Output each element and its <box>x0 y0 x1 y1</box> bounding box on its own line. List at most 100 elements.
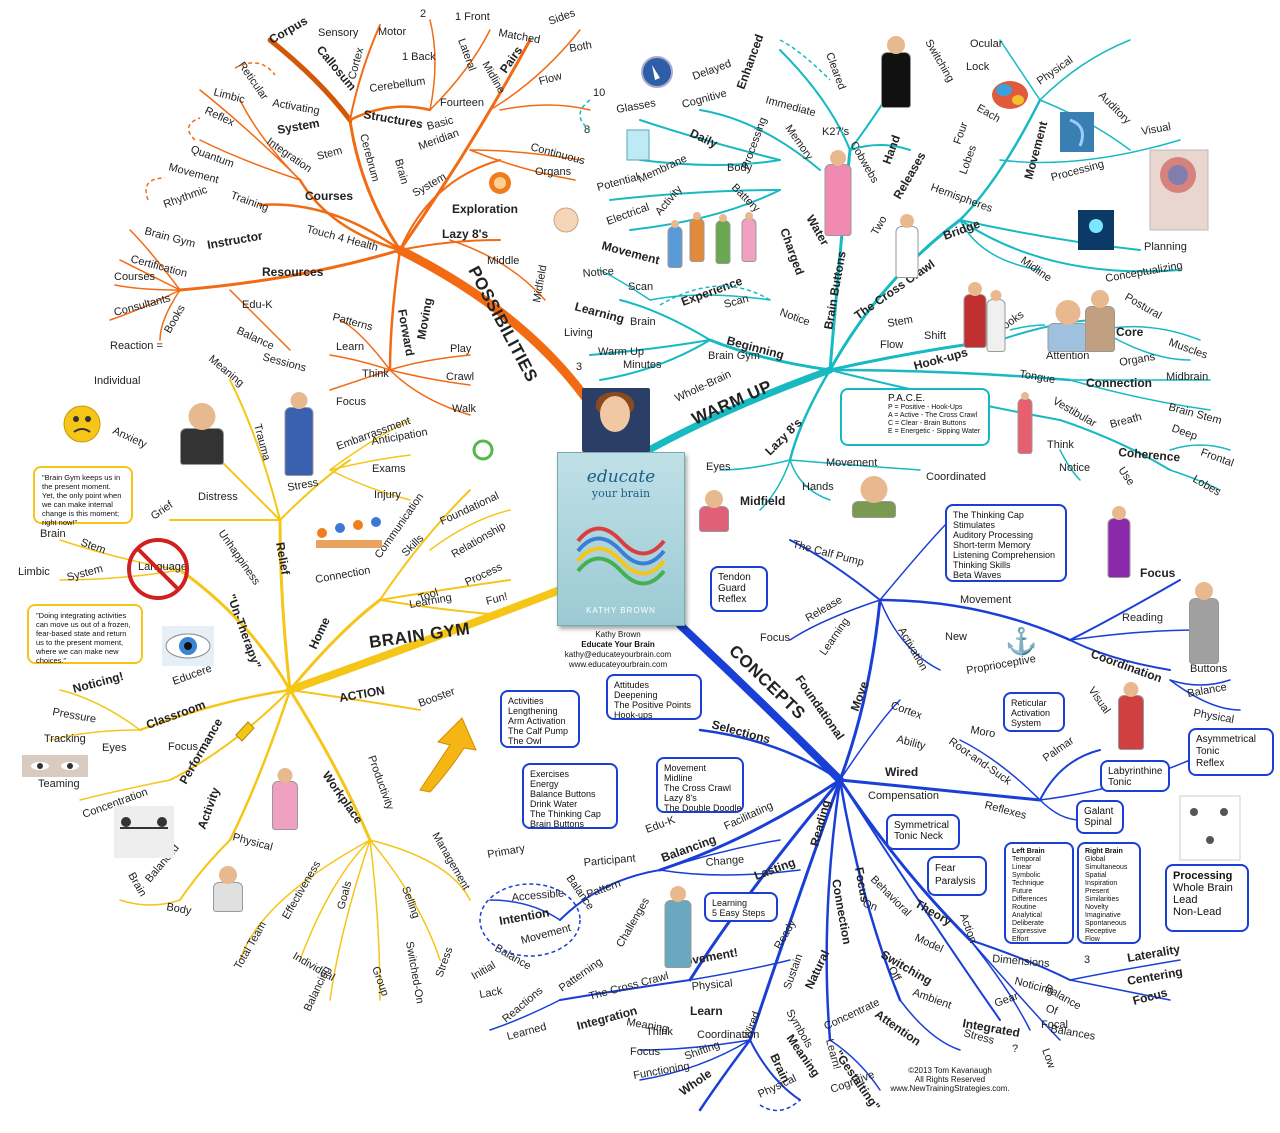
warm-up-label: Delayed <box>691 58 733 83</box>
concepts-label: Intention <box>498 905 550 928</box>
possibilities-label: Midfield <box>531 264 549 303</box>
box-line: Technique <box>1012 880 1044 887</box>
book-author: KATHY BROWN <box>586 606 656 615</box>
possibilities-label: System <box>276 116 320 137</box>
credit-web[interactable]: www.educateyourbrain.com <box>568 660 668 669</box>
box-line: Analytical <box>1012 912 1042 919</box>
warm-up-label: Lazy 8's <box>762 415 805 458</box>
box-line: Midline <box>664 773 693 783</box>
box-line: 5 Easy Steps <box>712 908 766 918</box>
concepts-label: Selections <box>710 717 772 746</box>
brain-gym-label: Eyes <box>102 742 127 754</box>
concepts-label: Learn <box>690 1004 723 1018</box>
brain-gym-label: Group <box>369 965 391 998</box>
hand-icon <box>553 207 579 233</box>
person-figure <box>714 214 732 264</box>
warm-up-label: Conceptualizing <box>1104 260 1183 285</box>
book-title-line2: your brain <box>591 487 651 500</box>
box-line: Short-term Memory <box>953 540 1031 550</box>
box-line: Labyrinthine <box>1108 766 1163 777</box>
brain-gym-label: Workplace <box>320 769 366 827</box>
box-line: The Owl <box>508 736 542 746</box>
box-line: Temporal <box>1012 856 1041 863</box>
person-figure <box>960 282 990 348</box>
dashed-arrow-cooks <box>1009 324 1046 331</box>
book-swirl <box>576 526 666 586</box>
brain-gym-label: Meaning <box>206 353 246 389</box>
dashed-arrow-quantum <box>187 117 201 141</box>
box-line: Non-Lead <box>1173 906 1222 918</box>
box-line: Deepening <box>614 690 658 700</box>
warm-up-label: Body <box>727 162 753 174</box>
warm-up-label: Coherence <box>1118 445 1181 464</box>
brain-gym-label: Foundational <box>438 490 501 528</box>
box-line: Lead <box>1173 894 1198 906</box>
brain-gym-label: Reaction = <box>110 340 163 352</box>
box-line: Effort <box>1012 936 1029 943</box>
brain-gym-label: Limbic <box>18 566 50 578</box>
brain-gym-label: Grief <box>149 498 176 522</box>
brain-gym-label: Classroom <box>144 697 207 731</box>
warm-up-label: 10 <box>593 87 605 99</box>
credit-email[interactable]: kathy@educateyourbrain.com <box>564 650 672 659</box>
brain-gym-label: Anxiety <box>111 425 149 451</box>
concepts-label: Pattern <box>585 877 622 900</box>
possibilities-label: Courses <box>114 271 155 283</box>
dashed-arrow-glasses <box>579 99 591 131</box>
box-line: Novelty <box>1085 904 1109 911</box>
concepts-label: Gear <box>993 990 1020 1010</box>
concepts-label: Root-and-Suck <box>946 736 1013 788</box>
box-line: Reflex <box>718 594 747 605</box>
box-line: Auditory Processing <box>953 530 1034 540</box>
possibilities-label: Flow <box>538 70 564 88</box>
dashed-arrow-reticular <box>234 62 276 76</box>
concepts-label: Participant <box>583 853 636 869</box>
possibilities-label: Touch 4 Health <box>305 223 379 254</box>
concepts-label: Palmar <box>1041 734 1077 764</box>
smiley-icon <box>63 405 101 443</box>
box-line: Reflex <box>1196 758 1225 769</box>
concepts-label: Focus <box>760 632 790 644</box>
concepts-label: ? <box>1012 1043 1018 1055</box>
box-line: Attitudes <box>614 680 650 690</box>
warm-up-label: Releases <box>890 149 928 201</box>
warm-up-label: Midbrain <box>1166 371 1208 383</box>
possibilities-label: Walk <box>452 403 477 415</box>
warm-up-label: Brain Buttons <box>821 250 849 331</box>
concepts-label: Accessible <box>511 887 564 904</box>
concepts-label: Coordination <box>697 1029 759 1041</box>
eye-image <box>162 626 214 666</box>
concepts-label: Reading <box>1122 612 1163 624</box>
svg-text:⚓: ⚓ <box>1005 626 1037 656</box>
brain-gym-label: Injury <box>374 489 401 501</box>
copyright-line3[interactable]: www.NewTrainingStrategies.com. <box>890 1084 1010 1093</box>
brain-gym-label: Fun! <box>485 591 509 608</box>
warm-up-label: Organs <box>1118 351 1156 369</box>
brain-icon <box>992 81 1028 109</box>
brain-gym-label: Educere <box>171 663 214 688</box>
box-line: Linear <box>1012 864 1032 871</box>
box-line: Lazy 8's <box>664 793 697 803</box>
warm-up-label: Two <box>869 214 889 237</box>
box-line: Activation <box>1011 708 1051 718</box>
box-line: Asymmetrical <box>1196 734 1257 745</box>
brain-gym-label: Effectiveness <box>280 859 323 922</box>
brain-gym-label: Exams <box>372 463 406 475</box>
box-line: Activities <box>508 696 544 706</box>
warm-up-label: Shift <box>924 330 946 342</box>
concepts-label: Lack <box>478 985 503 1001</box>
brain-gym-label: Productivity <box>365 754 396 812</box>
box-line: Brain Buttons <box>530 819 585 829</box>
warm-up-branches <box>589 39 1231 511</box>
left-brain-head: Left Brain <box>1012 848 1045 855</box>
person-figure <box>844 476 904 518</box>
warm-up-label: Glasses <box>615 97 657 116</box>
brain-gym-label: Booster <box>417 685 457 709</box>
concepts-label: Change <box>705 854 744 869</box>
